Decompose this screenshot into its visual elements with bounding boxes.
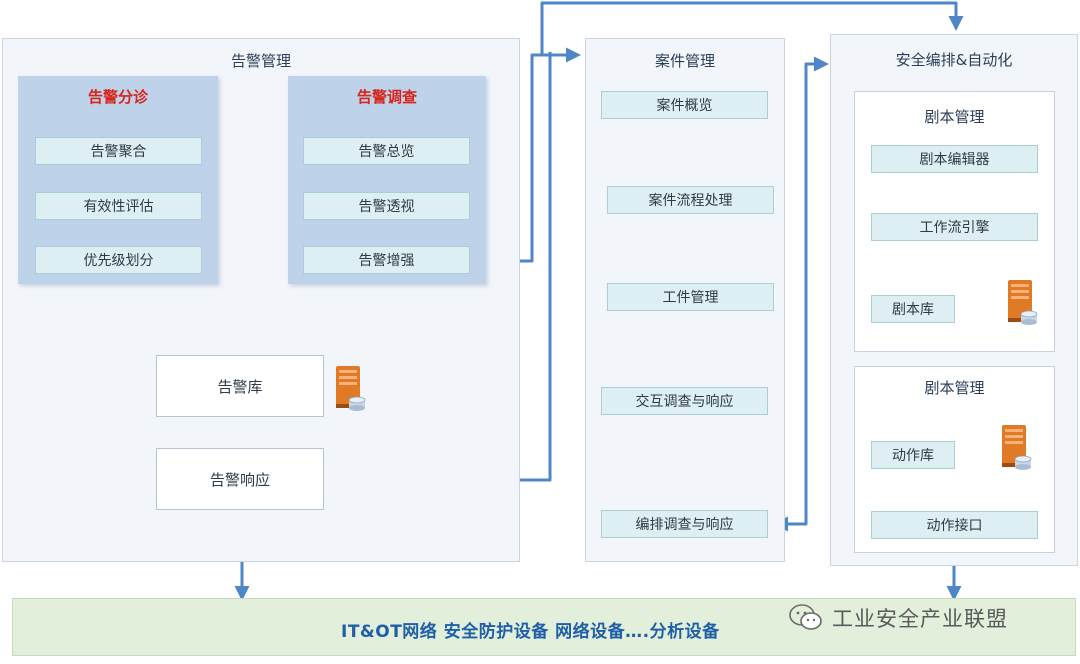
- investigation-item-overview[interactable]: 告警总览: [303, 137, 470, 165]
- playbook-management-title-1: 剧本管理: [924, 108, 985, 126]
- network-devices-text: IT&OT网络 安全防护设备 网络设备….分析设备: [341, 622, 720, 642]
- network-devices-bar: IT&OT网络 安全防护设备 网络设备….分析设备: [12, 598, 1076, 656]
- case-item-artifacts[interactable]: 工件管理: [607, 283, 774, 311]
- workflow-engine[interactable]: 工作流引擎: [871, 213, 1038, 241]
- case-item-orchestrated[interactable]: 编排调查与响应: [601, 510, 768, 538]
- playbook-library[interactable]: 剧本库: [871, 295, 955, 323]
- wechat-icon: [789, 604, 822, 630]
- case-item-interactive[interactable]: 交互调查与响应: [601, 387, 768, 415]
- watermark-text: 工业安全产业联盟: [832, 607, 1008, 631]
- triage-item-priority[interactable]: 优先级划分: [35, 246, 202, 274]
- action-interface[interactable]: 动作接口: [871, 511, 1038, 539]
- watermark: 工业安全产业联盟: [788, 598, 1008, 638]
- server-icon: [1002, 425, 1032, 470]
- server-icon: [1008, 280, 1038, 325]
- investigation-item-enhance[interactable]: 告警增强: [303, 246, 470, 274]
- playbook-editor[interactable]: 剧本编辑器: [871, 145, 1038, 173]
- triage-item-aggregation[interactable]: 告警聚合: [35, 137, 202, 165]
- triage-item-validity[interactable]: 有效性评估: [35, 192, 202, 220]
- playbook-management-panel-2: 剧本管理 动作库 动作接口: [854, 366, 1055, 553]
- soar-title: 安全编排&自动化: [895, 51, 1013, 69]
- case-item-workflow[interactable]: 案件流程处理: [607, 186, 774, 214]
- alert-triage-group: 告警分诊 告警聚合 有效性评估 优先级划分: [18, 76, 218, 284]
- alert-db-box[interactable]: 告警库: [156, 355, 324, 417]
- case-item-overview[interactable]: 案件概览: [601, 91, 768, 119]
- alert-investigation-group: 告警调查 告警总览 告警透视 告警增强: [288, 76, 486, 284]
- alert-management-title: 告警管理: [230, 52, 291, 70]
- connector-top-to-soar: [540, 1, 964, 55]
- alert-triage-title: 告警分诊: [87, 88, 148, 106]
- investigation-item-perspective[interactable]: 告警透视: [303, 192, 470, 220]
- action-library[interactable]: 动作库: [871, 441, 955, 469]
- case-management-title: 案件管理: [654, 52, 715, 70]
- playbook-management-title-2: 剧本管理: [924, 379, 985, 397]
- connector-orchestrate-soar: [773, 56, 829, 532]
- alert-investigation-title: 告警调查: [356, 88, 417, 106]
- playbook-management-panel-1: 剧本管理 剧本编辑器 工作流引擎 剧本库: [854, 91, 1055, 352]
- alert-response-box[interactable]: 告警响应: [156, 448, 324, 510]
- server-icon: [336, 366, 366, 411]
